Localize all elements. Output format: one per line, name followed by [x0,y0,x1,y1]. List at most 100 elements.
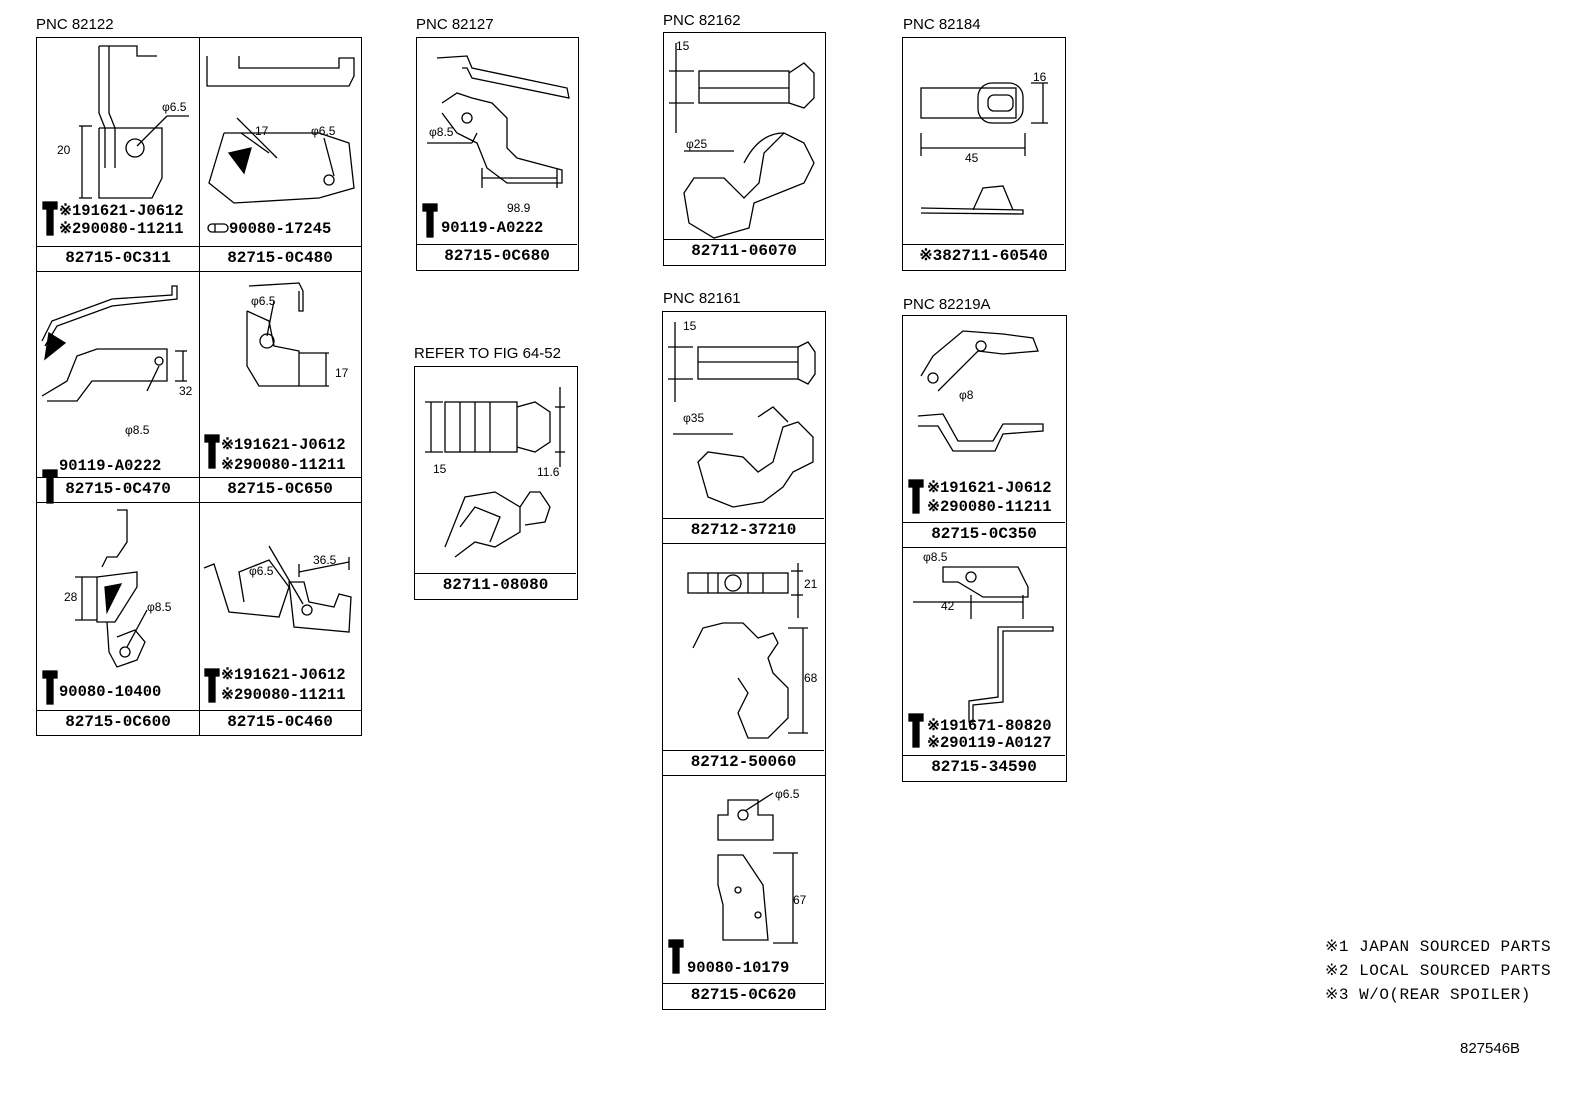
part-number[interactable]: 82715-0C600 [37,710,199,735]
cell-82711-60540[interactable]: 16 45 ※382711-60540 [903,38,1064,269]
cell-82712-50060[interactable]: 21 68 82712-50060 [663,543,824,775]
sub-part-1[interactable]: 90080-17245 [229,220,332,238]
dim-diameter: φ6.5 [775,787,800,801]
sub-part-2[interactable]: ※290080-11211 [221,686,346,704]
cell-82711-08080[interactable]: 15 11.6 82711-08080 [415,367,576,598]
dim-diameter: φ6.5 [311,124,336,138]
sub-part-1[interactable]: ※191621-J0612 [927,479,1052,497]
pnc-82122-box: φ6.5 20 ※191621-J0612 ※290080-11211 8271… [36,37,362,736]
sub-part-1[interactable]: ※191671-80820 [927,717,1052,735]
sub-part-1[interactable]: 90119-A0222 [59,457,162,475]
dim-length: 17 [255,124,269,138]
part-number[interactable]: 82715-0C680 [417,244,577,269]
pnc-82162-title: PNC 82162 [663,12,741,29]
bolt-icon [204,434,220,469]
pnc-82184-title: PNC 82184 [903,16,981,33]
pnc-82184-box: 16 45 ※382711-60540 [902,37,1066,271]
sub-part-1[interactable]: 90119-A0222 [441,219,544,237]
dim-height: 16 [1033,70,1047,84]
part-number[interactable]: 82715-0C650 [199,477,361,502]
dim-height: 20 [57,143,71,157]
part-number[interactable]: 82712-50060 [663,750,824,775]
dim-diameter: φ6.5 [249,564,274,578]
part-number[interactable]: 82715-34590 [903,755,1065,780]
cell-82715-0C650[interactable]: φ6.5 17 ※191621-J0612 ※290080-11211 8271… [199,271,361,502]
dim-width: 11.6 [537,465,560,479]
bracket-drawing [41,285,187,402]
bolt-icon [908,479,924,514]
bracket-drawing [917,330,1044,452]
pnc-82219a-title: PNC 82219A [903,296,991,313]
dim-height: 21 [804,577,818,591]
clip-drawing [669,43,815,239]
dim-width: 36.5 [313,553,337,567]
part-number[interactable]: 82715-0C350 [903,522,1065,547]
clip-drawing [920,82,1048,215]
bolt-icon [908,713,924,748]
sub-part-2[interactable]: ※290080-11211 [221,456,346,474]
note-local-sourced: ※2 LOCAL SOURCED PARTS [1325,962,1552,980]
bracket-drawing [427,55,570,188]
clip-drawing [425,387,565,558]
part-number[interactable]: 82715-0C470 [37,477,199,502]
dim-height: 28 [64,590,78,604]
bracket-drawing [717,792,798,944]
pnc-82162-box: 15 φ25 82711-06070 [663,32,826,266]
dim-diameter: φ8.5 [147,600,172,614]
refer-box: 15 11.6 82711-08080 [414,366,578,600]
sub-part-2[interactable]: ※290080-11211 [59,220,184,238]
dim-height: 15 [683,319,697,333]
part-number[interactable]: 82711-08080 [415,573,576,598]
part-number[interactable]: 82715-0C480 [199,246,361,271]
dim-height: 17 [335,366,349,380]
cell-82715-0C600[interactable]: 28 φ8.5 90080-10400 82715-0C600 [37,502,199,735]
dim-height: 32 [179,384,193,398]
cell-82715-0C620[interactable]: φ6.5 67 90080-10179 82715-0C620 [663,775,824,1008]
sub-part-1[interactable]: 90080-10179 [687,959,790,977]
bracket-drawing [75,509,148,668]
bolt-icon [42,670,58,705]
cell-82715-0C470[interactable]: 32 φ8.5 90119-A0222 82715-0C470 [37,271,199,504]
bracket-drawing [246,282,329,387]
bracket-drawing [203,545,352,633]
dim-diameter: φ8.5 [125,423,150,437]
sub-part-1[interactable]: ※191621-J0612 [59,202,184,220]
bracket-drawing [79,45,189,199]
cell-82715-34590[interactable]: φ8.5 42 ※191671-80820 ※290119-A0127 8271… [903,547,1065,780]
pnc-82127-box: φ8.5 98.9 90119-A0222 82715-0C680 [416,37,579,271]
part-number[interactable]: ※382711-60540 [903,244,1064,269]
bolt-icon [668,939,684,974]
sub-part-1[interactable]: 90080-10400 [59,683,162,701]
clip-drawing [687,563,808,739]
cell-82715-0C460[interactable]: φ6.5 36.5 ※191621-J0612 ※290080-11211 82… [199,502,361,735]
cell-82715-0C350[interactable]: φ8 ※191621-J0612 ※290080-11211 82715-0C3… [903,316,1065,547]
pnc-82127-title: PNC 82127 [416,16,494,33]
cell-82711-06070[interactable]: 15 φ25 82711-06070 [664,33,824,264]
cell-82712-37210[interactable]: 15 φ35 82712-37210 [663,312,824,543]
dim-height: 15 [433,462,447,476]
sub-part-2[interactable]: ※290119-A0127 [927,734,1052,752]
sub-part-1[interactable]: ※191621-J0612 [221,436,346,454]
part-number[interactable]: 82712-37210 [663,518,824,543]
dim-height: 67 [793,893,807,907]
part-number[interactable]: 82711-06070 [664,239,824,264]
pnc-82122-title: PNC 82122 [36,16,114,33]
dim-diameter: φ8.5 [429,125,454,139]
figure-id: 827546B [1460,1040,1521,1057]
dim-height: 15 [676,39,690,53]
part-number[interactable]: 82715-0C311 [37,246,199,271]
dim-diameter: φ8 [959,388,974,402]
part-number[interactable]: 82715-0C620 [663,983,824,1008]
cell-82715-0C680[interactable]: φ8.5 98.9 90119-A0222 82715-0C680 [417,38,577,269]
cell-82715-0C311[interactable]: φ6.5 20 ※191621-J0612 ※290080-11211 8271… [37,38,199,271]
sub-part-1[interactable]: ※191621-J0612 [221,666,346,684]
part-number[interactable]: 82715-0C460 [199,710,361,735]
dim-diameter: φ25 [686,137,708,151]
cell-82715-0C480[interactable]: 17 φ6.5 90080-17245 82715-0C480 [199,38,361,271]
dim-width: 42 [941,599,955,613]
pnc-82161-box: 15 φ35 82712-37210 21 68 82712-50060 φ6.… [662,311,826,1010]
note-without-spoiler: ※3 W/O(REAR SPOILER) [1325,986,1531,1004]
sub-part-2[interactable]: ※290080-11211 [927,498,1052,516]
dim-diameter: φ35 [683,411,705,425]
refer-title: REFER TO FIG 64-52 [414,345,561,362]
